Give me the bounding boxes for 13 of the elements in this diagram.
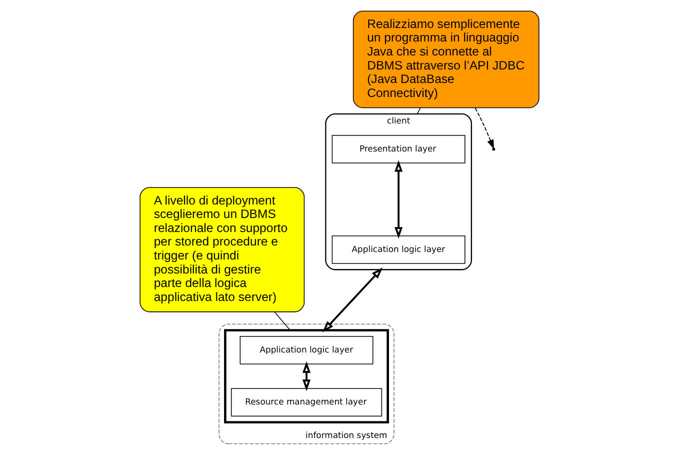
arrow <box>322 268 383 332</box>
node-box: Resource management layer <box>230 388 382 416</box>
arrow <box>394 160 403 239</box>
node-box: Realizziamo semplicemente un programma in linguaggio Java che si connette al DBMS attraverso l’API JDBC (Java DataBase Connectivity) <box>352 10 540 108</box>
node-box: A livello di deployment sceglieremo un DBMS relazionale con supporto per stored procedure e trigger (e quindi possibilità di gestire parte della logica applicativa lato server) <box>140 187 305 312</box>
cluster <box>224 329 389 424</box>
node-box: Application logic layer <box>240 336 374 364</box>
node-box: Application logic layer <box>332 235 466 264</box>
connector <box>416 108 421 114</box>
arrow <box>474 108 494 150</box>
node-box: Presentation layer <box>332 135 466 164</box>
connector <box>274 312 291 331</box>
arrow <box>302 361 311 392</box>
